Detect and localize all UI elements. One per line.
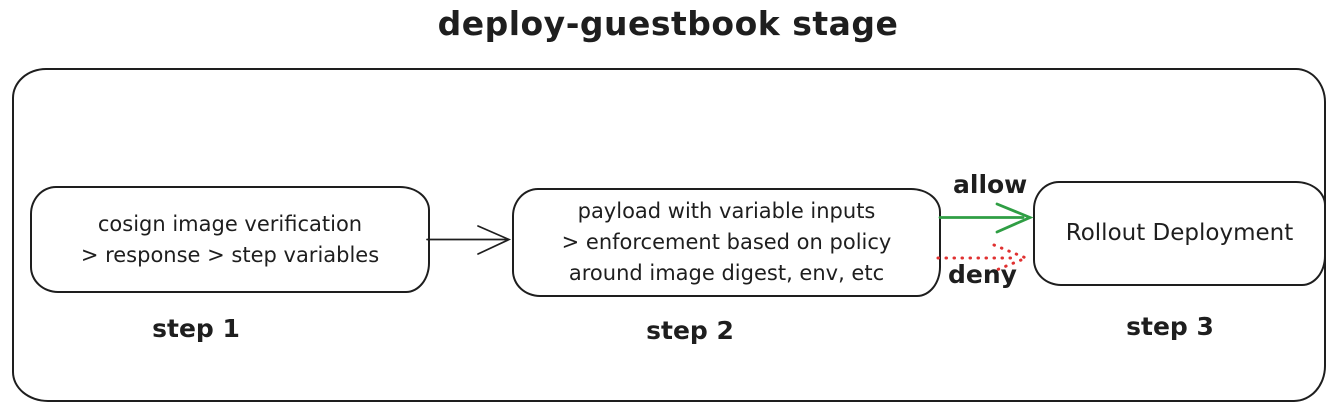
allow-edge-label: allow <box>953 170 1028 199</box>
node-step-1-line-1: cosign image verification <box>97 211 363 236</box>
step-2-caption: step 2 <box>646 316 734 345</box>
step-1-caption: step 1 <box>152 314 240 343</box>
diagram-title: deploy-guestbook stage <box>437 4 899 43</box>
node-step-1-line-2: > response > step variables <box>80 242 380 267</box>
node-step-2-line-2: > enforcement based on policy <box>561 230 892 254</box>
node-step-2-line-1: payload with variable inputs <box>577 199 876 223</box>
step-3-caption: step 3 <box>1126 312 1214 341</box>
node-step-2-line-3: around image digest, env, etc <box>568 261 885 285</box>
node-step-2: payload with variable inputs > enforceme… <box>512 188 941 297</box>
node-step-3: Rollout Deployment <box>1033 181 1326 286</box>
node-step-3-line-1: Rollout Deployment <box>1065 220 1294 246</box>
deny-edge-label: deny <box>948 260 1017 289</box>
node-step-1: cosign image verification > response > s… <box>30 186 430 293</box>
